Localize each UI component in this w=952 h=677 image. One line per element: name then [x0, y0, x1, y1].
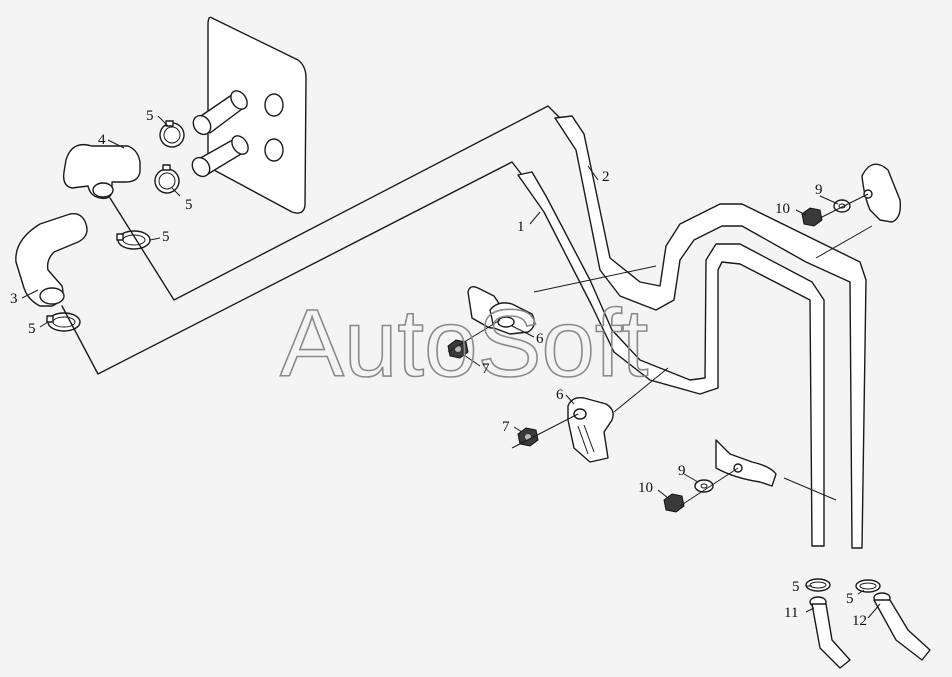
pipe-2 [554, 115, 867, 549]
bracket-6-upper [467, 285, 535, 335]
callout-labels: 1 2 3 4 5 5 5 5 5 5 6 6 7 7 9 9 10 10 11… [10, 108, 867, 629]
callout-5-upper-2: 5 [185, 197, 193, 213]
callout-2: 2 [602, 169, 610, 185]
callout-5-lower-1: 5 [792, 579, 800, 595]
pipe-clamp-bracket-mid [715, 439, 777, 487]
hose-clamp-lower-2 [855, 579, 881, 593]
pipe-1 [517, 171, 825, 547]
callout-5-upper-1: 5 [146, 108, 154, 124]
watermark-text: AutoSoft [280, 290, 648, 397]
nut-10-mid [663, 493, 685, 513]
hose-clamp-lower-1 [805, 578, 831, 592]
callout-7-lower: 7 [502, 419, 510, 435]
callout-10-upper: 10 [775, 201, 790, 217]
hose-clamp-upper-1 [159, 120, 185, 148]
washer-9-mid [694, 479, 714, 493]
callout-9-mid: 9 [678, 463, 686, 479]
nut-7-upper [447, 339, 469, 359]
elbow-hose-4 [62, 143, 141, 200]
hose-clamp-left-upper [116, 230, 151, 250]
mounting-plate [207, 16, 307, 214]
lower-hose-12 [873, 592, 931, 661]
bracket-6-lower [567, 396, 614, 463]
callout-5-left-lower: 5 [28, 321, 36, 337]
pipe-clamp-bracket-upper [861, 163, 902, 223]
hose-clamp-upper-2 [154, 164, 180, 194]
callout-7-upper: 7 [482, 361, 490, 377]
callout-1: 1 [517, 219, 525, 235]
leader-lines [21, 115, 881, 619]
callout-5-left-upper: 5 [162, 229, 170, 245]
callout-12: 12 [852, 613, 867, 629]
callout-11: 11 [784, 605, 798, 621]
pipe-routing-lines [61, 105, 561, 375]
callout-6-lower: 6 [556, 387, 564, 403]
callout-4: 4 [98, 132, 106, 148]
callout-5-lower-2: 5 [846, 591, 854, 607]
callout-3: 3 [10, 291, 18, 307]
lower-hose-11 [809, 596, 851, 669]
hose-clamp-left-lower [46, 312, 81, 332]
nut-10-upper [801, 207, 823, 227]
callout-9-upper: 9 [815, 182, 823, 198]
callout-10-mid: 10 [638, 480, 653, 496]
plate-stub-pipes [191, 90, 249, 178]
callout-6-upper: 6 [536, 331, 544, 347]
elbow-hose-3 [15, 213, 88, 307]
